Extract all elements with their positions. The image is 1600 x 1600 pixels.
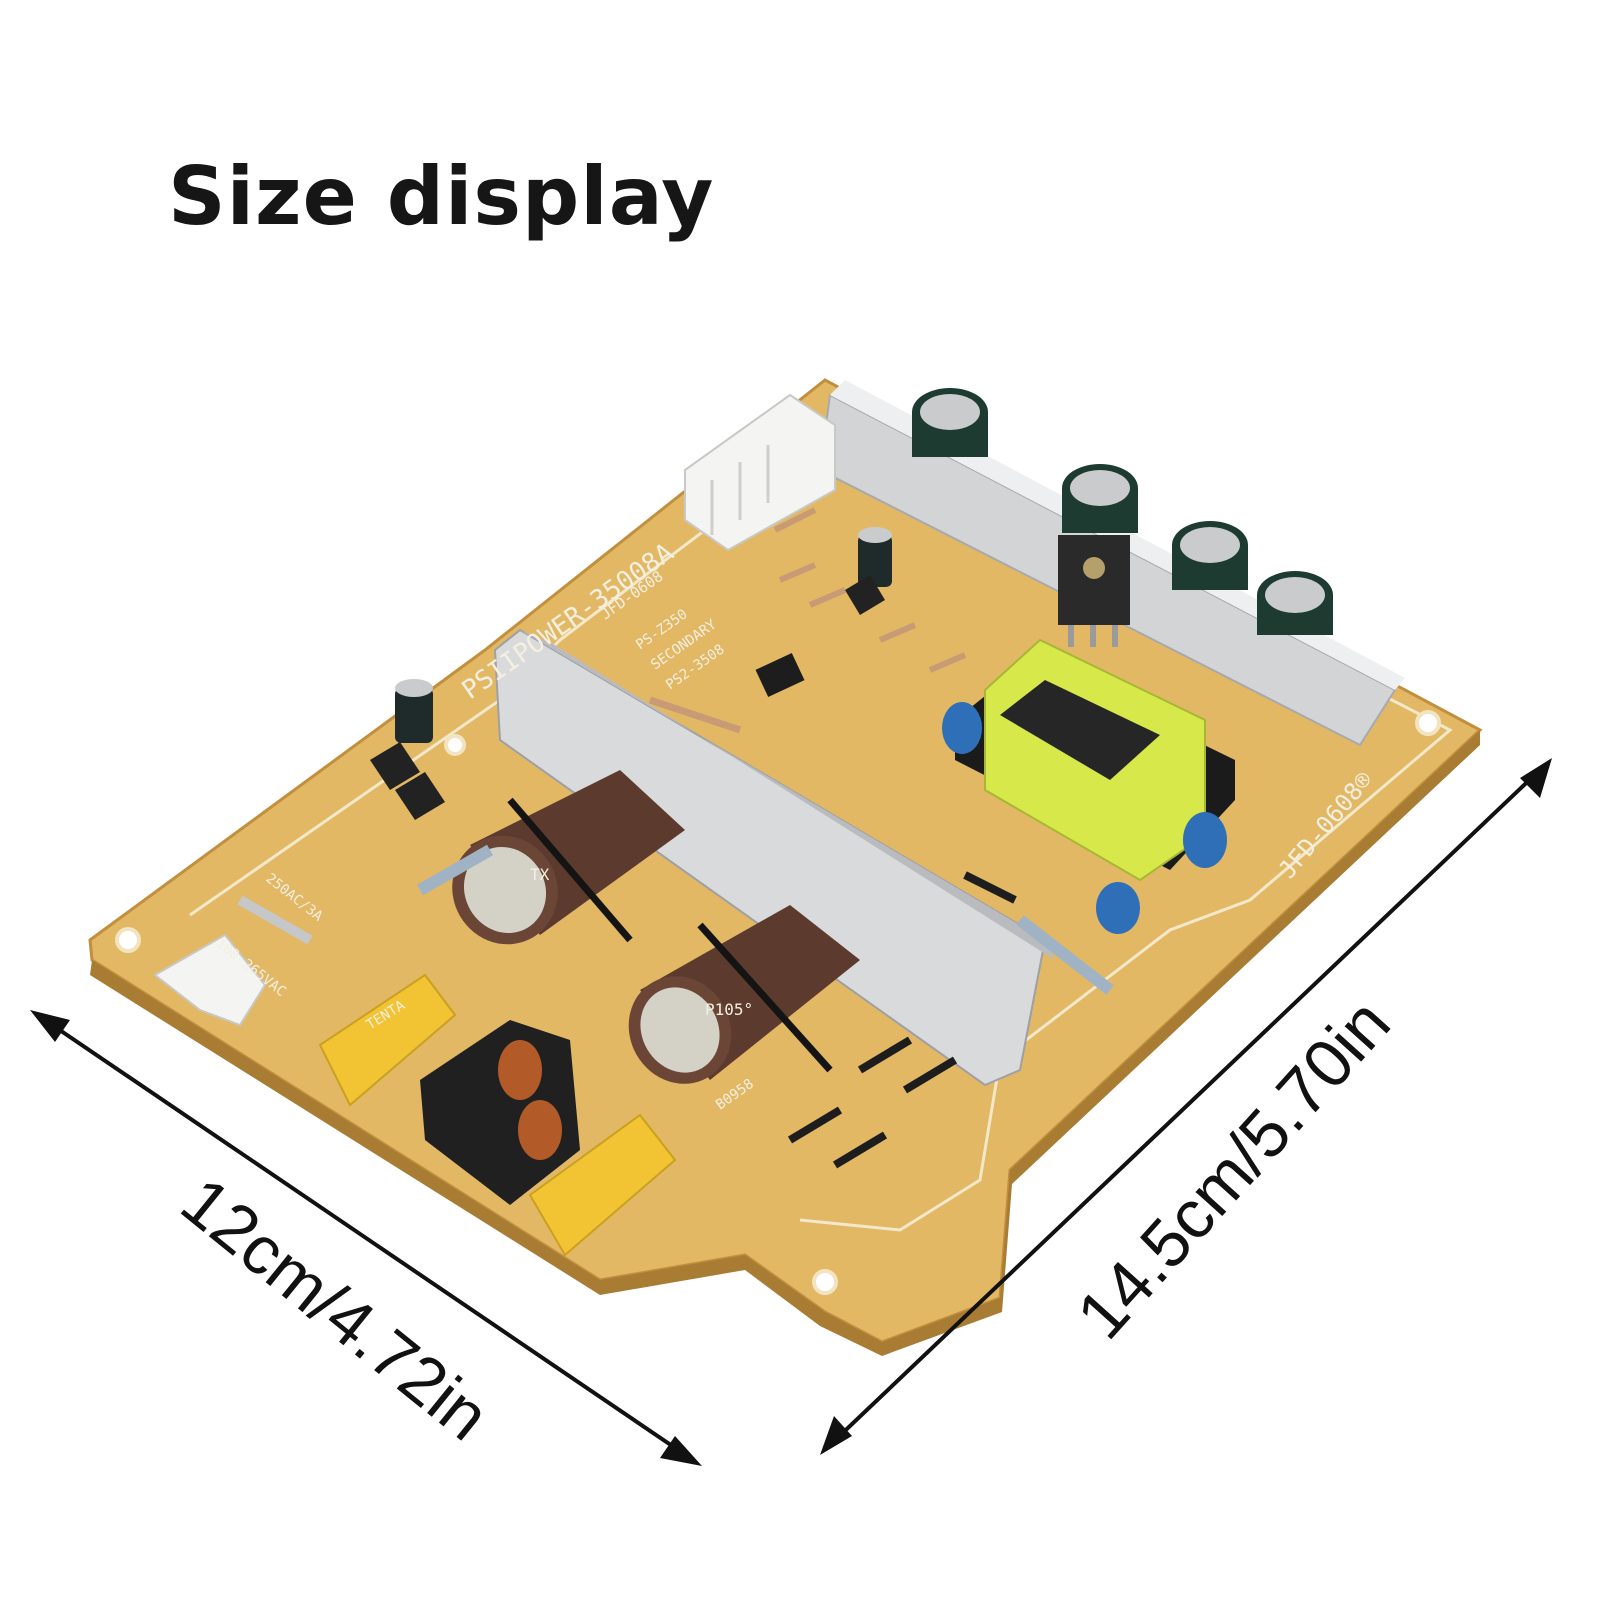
- y-capacitor: [1096, 882, 1140, 934]
- mount-hole: [1415, 710, 1441, 736]
- transistor: [370, 742, 420, 790]
- capacitor-green-3: [1172, 521, 1248, 590]
- mount-hole: [115, 927, 141, 953]
- svg-text:P105°: P105°: [705, 1000, 753, 1019]
- length-dimension-arrow: [820, 758, 1552, 1455]
- transistor: [395, 772, 445, 820]
- transformer: [955, 638, 1235, 882]
- mount-hole: [812, 1269, 838, 1295]
- y-capacitor: [1183, 812, 1227, 868]
- diode-row: [787, 871, 1017, 1169]
- power-connector-top: [684, 393, 836, 552]
- transistor: [845, 575, 885, 615]
- capacitor-small-1: [395, 679, 433, 743]
- capacitor-brown-2: P105°: [628, 905, 860, 1084]
- capacitor-small-2: [858, 527, 892, 587]
- fuse: [237, 895, 313, 945]
- capacitor-green-1: [912, 388, 988, 457]
- svg-text:TX: TX: [530, 865, 550, 884]
- page-title: Size display: [168, 150, 715, 243]
- mount-hole: [444, 734, 466, 756]
- capacitor-green-2: [1062, 464, 1138, 533]
- x-capacitor-2: [528, 1113, 677, 1257]
- resistor-row: [417, 507, 1114, 995]
- cable-tie: [507, 797, 633, 943]
- width-dimension-arrow: [30, 1010, 702, 1466]
- choke-coil: [420, 1020, 580, 1205]
- voltage-regulator: [1058, 535, 1130, 647]
- optocoupler: [755, 652, 805, 698]
- capacitor-green-4: [1257, 571, 1333, 635]
- power-connector-input: [153, 933, 267, 1027]
- cable-tie: [697, 922, 833, 1073]
- y-capacitor: [942, 702, 982, 754]
